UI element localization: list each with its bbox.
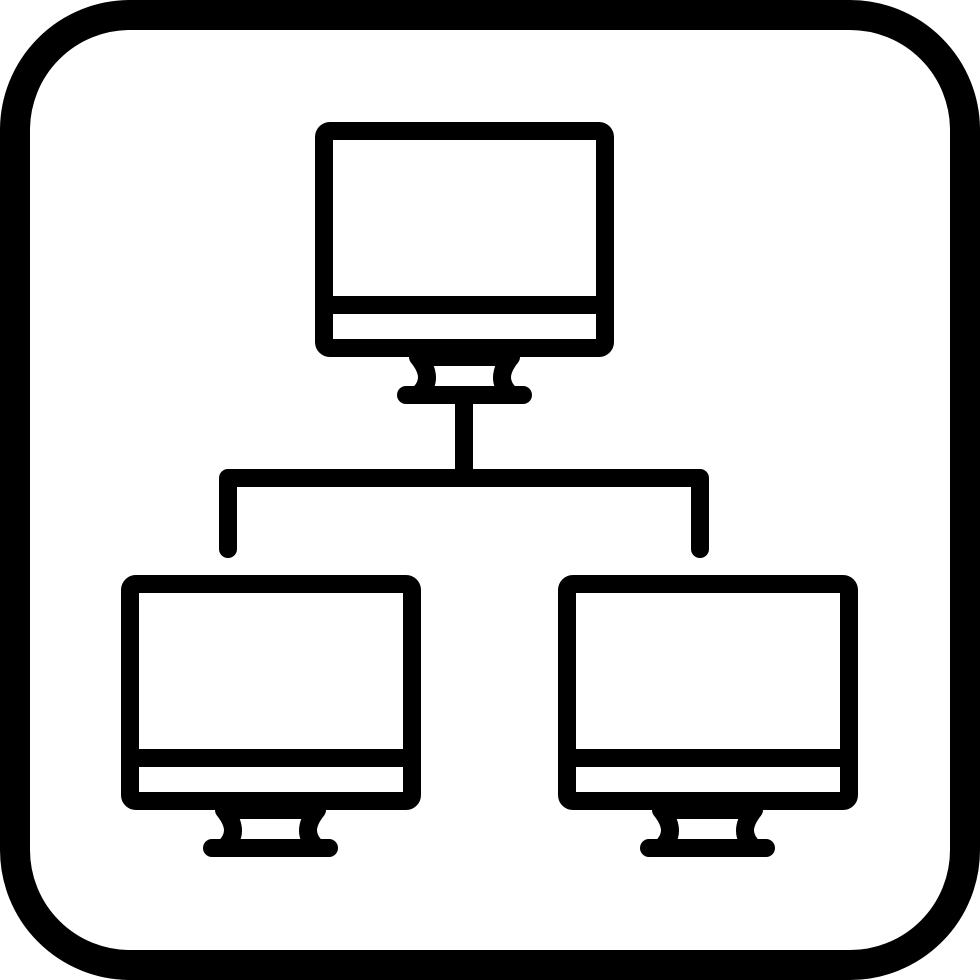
server-monitor-icon: [315, 122, 614, 404]
client-monitor-left-icon: [121, 575, 421, 857]
client-monitor-right-icon: [558, 575, 858, 857]
tree-connector-lines: [219, 395, 709, 558]
